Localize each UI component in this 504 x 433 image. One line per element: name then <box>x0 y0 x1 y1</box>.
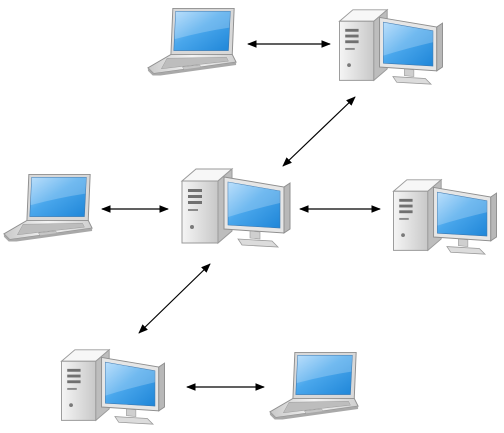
desktop-bottom <box>58 346 168 428</box>
laptop-icon <box>2 171 94 243</box>
laptop-icon <box>268 350 360 420</box>
desktop-computer-icon <box>58 346 168 428</box>
laptop-icon <box>146 6 238 76</box>
desktop-computer-icon <box>180 165 292 251</box>
connection-arrow-desktop-top-desktop-center <box>282 96 356 167</box>
desktop-center <box>180 165 292 251</box>
desktop-computer-icon <box>390 176 500 258</box>
desktop-computer-icon <box>336 6 446 88</box>
laptop-top <box>146 6 238 76</box>
connection-arrow-desktop-center-desktop-bottom <box>138 263 211 334</box>
laptop-mid <box>2 171 94 243</box>
laptop-bottom <box>268 350 360 420</box>
desktop-right <box>390 176 500 258</box>
desktop-top <box>336 6 446 88</box>
